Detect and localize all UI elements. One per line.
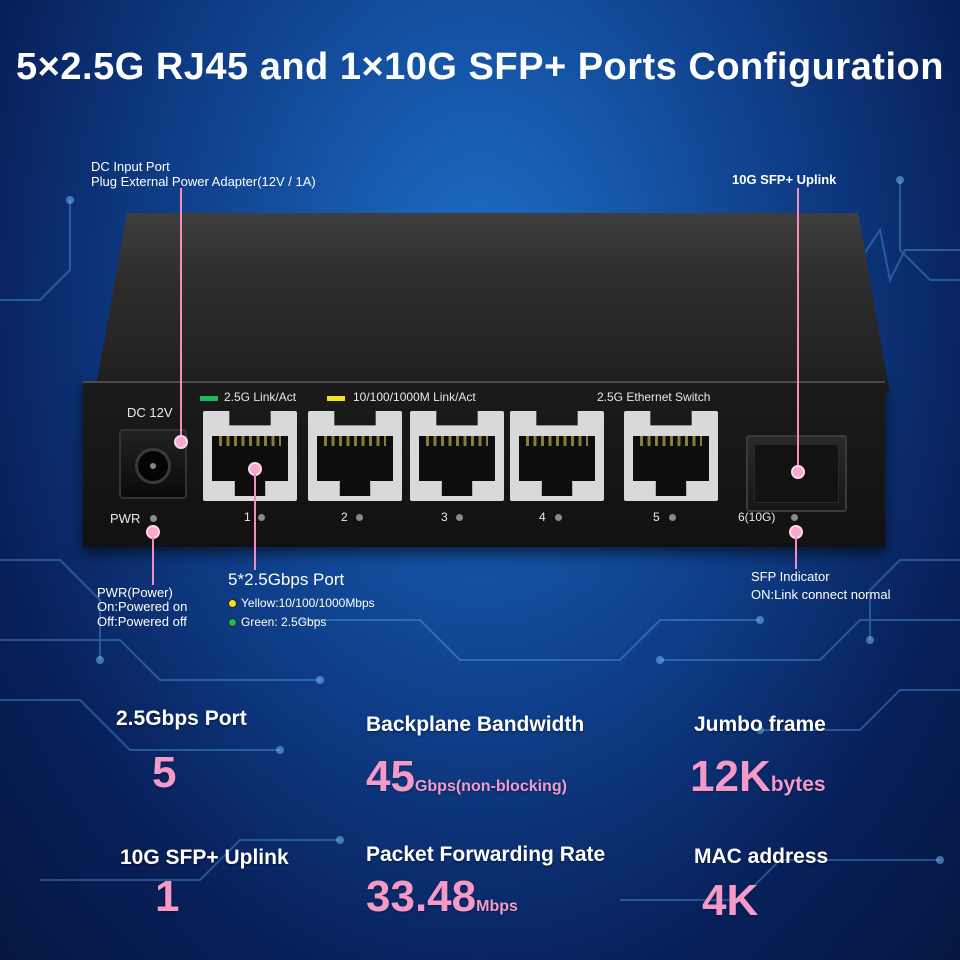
pwr-callout-on: On:Powered on [97,599,188,614]
rj45-port-5 [624,411,718,501]
port-number-1: 1 [244,510,251,524]
pwr-callout-title: PWR(Power) [97,585,173,600]
sfp-uplink-label: 10G SFP+ Uplink [732,172,837,187]
pwr-label: PWR [110,511,141,526]
spec-value-forwarding-unit: Mbps [476,898,518,915]
port-5-led [669,514,676,521]
spec-value-jumbo-number: 12K [690,752,771,801]
spec-value-mac: 4K [702,876,758,926]
ports-callout-yellow-text: Yellow:10/100/1000Mbps [241,596,375,610]
port-number-4: 4 [539,510,546,524]
spec-value-backplane-unit: Gbps(non-blocking) [414,778,567,795]
spec-value-mac-number: 4K [702,876,759,925]
sfp-indicator-desc: ON:Link connect normal [751,587,891,602]
spec-value-jumbo: 12Kbytes [690,752,826,802]
ports-callout-title: 5*2.5Gbps Port [228,570,345,589]
page-title: 5×2.5G RJ45 and 1×10G SFP+ Ports Configu… [16,46,944,88]
spec-value-ports-number: 5 [152,748,177,797]
port-number-3: 3 [441,510,448,524]
dc-input-title: DC Input Port [91,159,170,174]
port-number-5: 5 [653,510,660,524]
ports-callout-green-text: Green: 2.5Gbps [241,615,327,629]
sfp-led [791,514,798,521]
spec-value-backplane: 45Gbps(non-blocking) [366,752,567,802]
spec-value-forwarding-number: 33.48 [366,872,477,921]
rj45-port-3 [410,411,504,501]
spec-label-ports: 2.5Gbps Port [116,707,247,730]
sfp-uplink-callout-dot [791,465,805,479]
spec-value-backplane-number: 45 [366,752,415,801]
yellow-dot-icon [228,599,237,608]
model-label: 2.5G Ethernet Switch [597,390,711,404]
sfp-plus-port [746,435,847,512]
spec-label-jumbo: Jumbo frame [694,713,826,736]
yellow-led-legend-swatch [327,396,345,401]
legend-yellow-label: 10/100/1000M Link/Act [353,390,476,404]
legend-green-label: 2.5G Link/Act [224,390,297,404]
rj45-port-1 [203,411,297,501]
port-1-led [258,514,265,521]
sfp-uplink-callout-line [797,188,799,472]
dc-callout-line [180,188,182,442]
pwr-led [150,515,157,522]
spec-value-jumbo-unit: bytes [770,773,826,796]
switch-top-cover [95,213,890,393]
sfp-indicator-callout-line [795,537,797,569]
ports-callout-line [254,474,256,570]
sfp-port-label: 6(10G) [738,510,776,524]
dc-callout-dot [174,435,188,449]
ports-callout-yellow: Yellow:10/100/1000Mbps [228,596,375,610]
green-dot-icon [228,618,237,627]
dc-input-desc: Plug External Power Adapter(12V / 1A) [91,174,316,189]
spec-label-sfp: 10G SFP+ Uplink [120,846,289,869]
dc-label: DC 12V [127,405,173,420]
pwr-callout-line [152,537,154,585]
spec-value-forwarding: 33.48Mbps [366,872,518,922]
sfp-indicator-title: SFP Indicator [751,569,830,584]
port-2-led [356,514,363,521]
ports-callout-green: Green: 2.5Gbps [228,615,326,629]
port-3-led [456,514,463,521]
spec-value-sfp: 1 [155,872,179,922]
spec-label-backplane: Backplane Bandwidth [366,713,585,736]
spec-label-forwarding: Packet Forwarding Rate [366,843,606,866]
spec-value-sfp-number: 1 [155,872,180,921]
port-number-2: 2 [341,510,348,524]
pwr-callout-off: Off:Powered off [97,614,187,629]
dc-power-jack [119,429,187,499]
port-4-led [555,514,562,521]
spec-label-mac: MAC address [694,845,829,868]
rj45-port-4 [510,411,604,501]
green-led-legend-swatch [200,396,218,401]
spec-value-ports: 5 [152,748,176,798]
rj45-port-2 [308,411,402,501]
